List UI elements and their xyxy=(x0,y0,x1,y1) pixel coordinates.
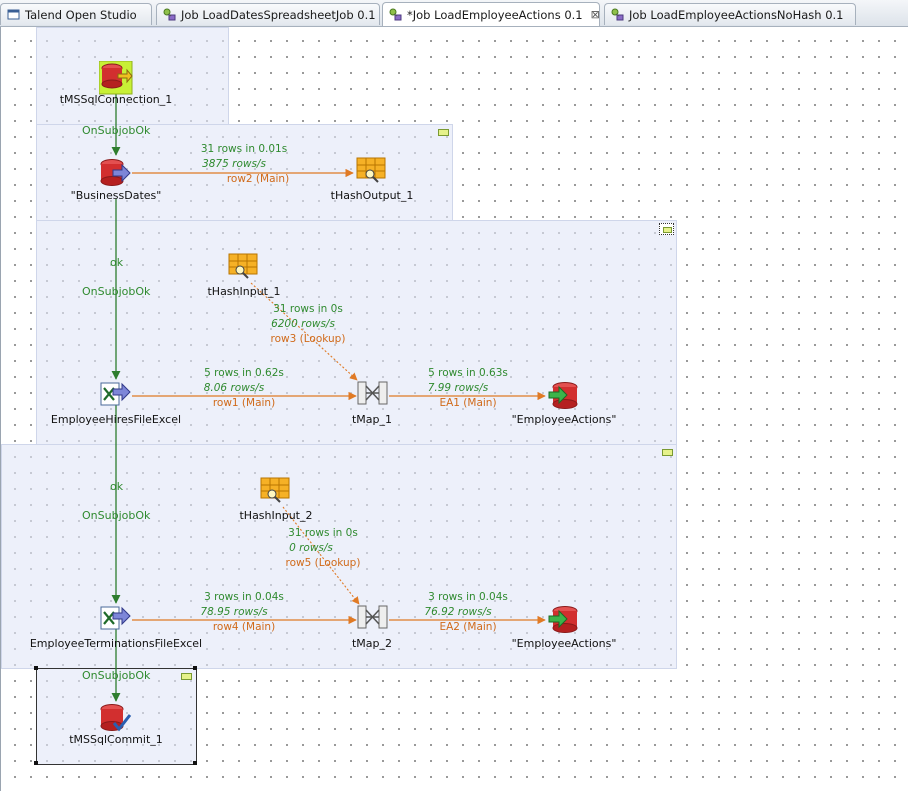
trigger-label-onsubjobok[interactable]: OnSubjobOk xyxy=(82,509,151,522)
link-row2-stats: 31 rows in 0.01s xyxy=(200,143,288,155)
connections-layer xyxy=(111,93,546,702)
component-label-hash-output[interactable]: tHashOutput_1 xyxy=(330,189,414,202)
mssql-output-icon[interactable] xyxy=(548,605,582,635)
subjob-collapse-toggle[interactable] xyxy=(662,449,673,456)
link-row2-rate: 3875 rows/s xyxy=(202,158,266,170)
component-label-mssql-connection[interactable]: tMSSqlConnection_1 xyxy=(59,93,173,106)
selection-handle[interactable] xyxy=(193,761,197,765)
mssql-input-icon[interactable] xyxy=(99,157,133,191)
link-ea1-stats: 5 rows in 0.63s xyxy=(428,367,508,379)
trigger-label-onsubjobok[interactable]: OnSubjobOk xyxy=(82,285,151,298)
link-row1-rate: 8.06 rows/s xyxy=(203,382,265,394)
link-row3-stats: 31 rows in 0s xyxy=(273,303,343,315)
editor-tab-bar: Talend Open Studio Job LoadDatesSpreadsh… xyxy=(0,0,908,27)
trigger-label-ok[interactable]: ok xyxy=(110,256,124,269)
hash-input-icon[interactable] xyxy=(228,252,262,282)
hash-output-icon[interactable] xyxy=(356,156,390,186)
job-icon xyxy=(389,8,402,21)
link-row5-name[interactable]: row5 (Lookup) xyxy=(285,557,361,569)
component-label-terminations-excel[interactable]: EmployeeTerminationsFileExcel xyxy=(29,637,203,650)
component-label-employee-actions-2[interactable]: "EmployeeActions" xyxy=(511,637,617,650)
tmap-icon[interactable] xyxy=(357,604,389,634)
link-row4-rate: 78.95 rows/s xyxy=(200,606,268,618)
tab-label: Talend Open Studio xyxy=(25,7,137,22)
link-row1-name[interactable]: row1 (Main) xyxy=(212,397,276,409)
link-ea1-rate: 7.99 rows/s xyxy=(427,382,489,394)
component-label-hires-excel[interactable]: EmployeeHiresFileExcel xyxy=(50,413,182,426)
job-icon xyxy=(163,8,176,21)
component-label-tmap-1[interactable]: tMap_1 xyxy=(351,413,393,426)
job-design-canvas[interactable]: tMSSqlConnection_1 "BusinessDates" tHash… xyxy=(0,27,908,791)
link-row5-lookup[interactable] xyxy=(282,506,360,605)
component-label-hash-input-1[interactable]: tHashInput_1 xyxy=(207,285,281,298)
tmap-icon[interactable] xyxy=(357,380,389,410)
link-row5-stats: 31 rows in 0s xyxy=(288,527,358,539)
close-icon[interactable]: ⊠ xyxy=(590,8,600,21)
tab-job-loademployeeactionsnohash[interactable]: Job LoadEmployeeActionsNoHash 0.1 xyxy=(604,3,856,25)
trigger-label-onsubjobok[interactable]: OnSubjobOk xyxy=(82,669,151,682)
tab-talend-open-studio[interactable]: Talend Open Studio xyxy=(0,3,152,25)
tab-label: Job LoadEmployeeActionsNoHash 0.1 xyxy=(629,7,844,22)
link-row3-rate: 6200 rows/s xyxy=(271,318,335,330)
mssql-output-icon[interactable] xyxy=(548,381,582,411)
component-label-hash-input-2[interactable]: tHashInput_2 xyxy=(239,509,313,522)
link-row5-rate: 0 rows/s xyxy=(289,542,333,554)
hash-input-icon[interactable] xyxy=(260,476,294,506)
link-row4-name[interactable]: row4 (Main) xyxy=(212,621,276,633)
tab-job-loaddatesspreadsheetjob[interactable]: Job LoadDatesSpreadsheetJob 0.1 xyxy=(156,3,380,25)
link-row4-stats: 3 rows in 0.04s xyxy=(204,591,284,603)
tab-job-loademployeeactions[interactable]: *Job LoadEmployeeActions 0.1 ⊠ xyxy=(382,2,600,26)
job-icon xyxy=(611,8,624,21)
tab-label: *Job LoadEmployeeActions 0.1 xyxy=(407,7,583,22)
link-row2-name[interactable]: row2 (Main) xyxy=(226,173,290,185)
link-ea2-name[interactable]: EA2 (Main) xyxy=(439,621,497,633)
link-ea1-name[interactable]: EA1 (Main) xyxy=(439,397,497,409)
selection-handle[interactable] xyxy=(34,666,38,670)
trigger-label-ok[interactable]: ok xyxy=(110,480,124,493)
subjob-collapse-toggle[interactable] xyxy=(181,673,192,680)
selection-handle[interactable] xyxy=(193,666,197,670)
excel-input-icon[interactable] xyxy=(99,603,133,633)
component-label-business-dates[interactable]: "BusinessDates" xyxy=(70,189,162,202)
component-label-employee-actions-1[interactable]: "EmployeeActions" xyxy=(511,413,617,426)
link-ea2-stats: 3 rows in 0.04s xyxy=(428,591,508,603)
mssql-connection-icon[interactable] xyxy=(99,61,133,95)
component-label-mssql-commit[interactable]: tMSSqlCommit_1 xyxy=(69,733,163,746)
subjob-collapse-toggle[interactable] xyxy=(438,129,449,136)
trigger-label-onsubjobok[interactable]: OnSubjobOk xyxy=(82,124,151,137)
mssql-commit-icon[interactable] xyxy=(99,703,133,735)
window-icon xyxy=(7,9,20,20)
link-ea2-rate: 76.92 rows/s xyxy=(424,606,492,618)
subjob-collapse-toggle[interactable] xyxy=(659,223,674,235)
link-row1-stats: 5 rows in 0.62s xyxy=(204,367,284,379)
component-label-tmap-2[interactable]: tMap_2 xyxy=(351,637,393,650)
selection-handle[interactable] xyxy=(34,761,38,765)
tab-label: Job LoadDatesSpreadsheetJob 0.1 xyxy=(181,7,376,22)
excel-input-icon[interactable] xyxy=(99,379,133,409)
link-row3-name[interactable]: row3 (Lookup) xyxy=(270,333,346,345)
